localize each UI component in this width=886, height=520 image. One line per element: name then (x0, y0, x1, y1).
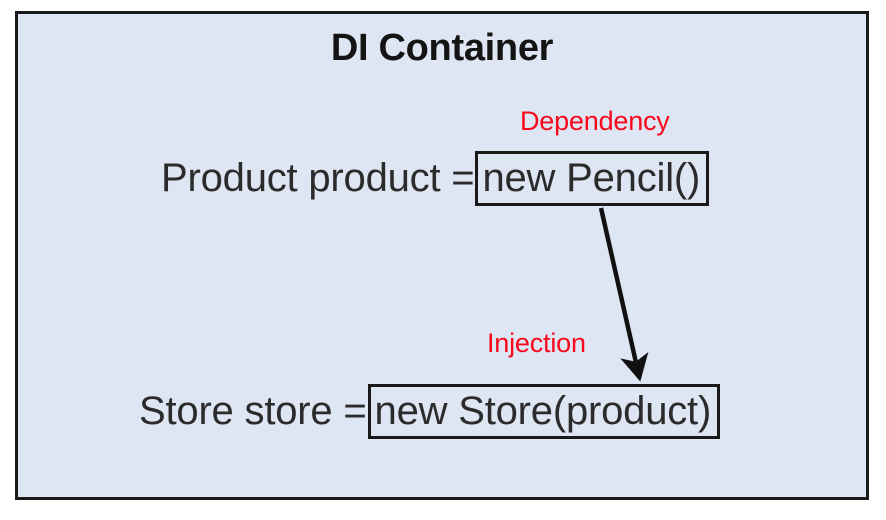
annotation-dependency: Dependency (520, 106, 670, 136)
annotation-injection: Injection (487, 328, 586, 358)
page-title: DI Container (330, 27, 554, 69)
statement-product-lhs: Product product = (161, 156, 475, 200)
injection-box-new-store: new Store(product) (367, 384, 721, 439)
di-container-panel: DI Container Dependency Product product … (15, 11, 869, 500)
statement-store-lhs: Store store = (139, 389, 367, 433)
statement-product: Product product = new Pencil() (161, 151, 710, 206)
dependency-box-new-pencil: new Pencil() (475, 151, 710, 206)
statement-store: Store store = new Store(product) (139, 384, 721, 439)
